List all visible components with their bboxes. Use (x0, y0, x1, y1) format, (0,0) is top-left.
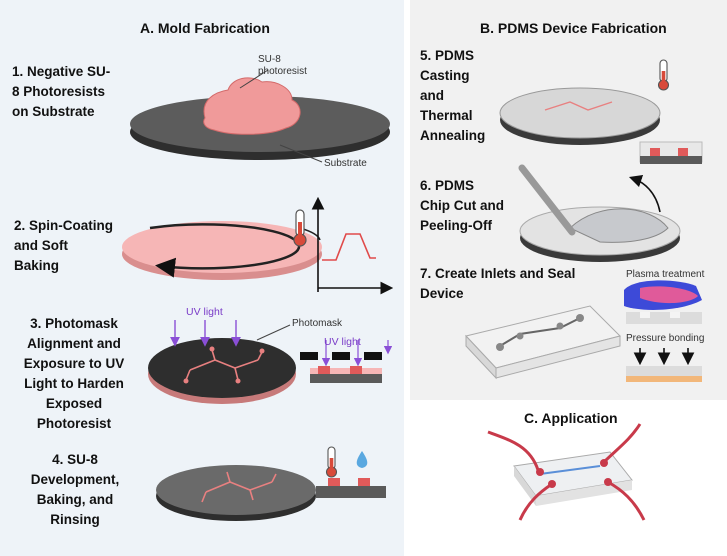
step-5-label: 5. PDMS Casting and Thermal Annealing (420, 48, 486, 143)
application-chip (487, 423, 646, 521)
uv-arrows-left (170, 320, 241, 347)
step1-substrate-disc (130, 69, 390, 163)
water-drop-icon (356, 451, 368, 468)
photomask-pointer (256, 324, 291, 341)
uv-light-label: UV light (186, 306, 223, 318)
pressure-bonding-illustration (626, 348, 702, 382)
temperature-profile-graph (311, 196, 394, 295)
substrate-label: Substrate (324, 158, 367, 169)
step-2-label: 2. Spin-Coating and Soft Baking (14, 218, 113, 273)
plasma-treatment-label: Plasma treatment (626, 269, 705, 280)
step-1-label: 1. Negative SU- 8 Photoresists on Substr… (12, 64, 111, 119)
scalpel-icon (518, 164, 576, 236)
su8-photoresist-label: SU-8 photoresist (258, 54, 307, 77)
thermometer-icon (325, 446, 338, 478)
photomask-label: Photomask (292, 318, 343, 329)
plasma-treatment-illustration (624, 280, 702, 324)
uv-light-label-small: UV light (324, 336, 361, 348)
step4-developed-disc (156, 465, 316, 521)
photomask-cross-section (300, 340, 393, 383)
step7-sealed-chip (465, 305, 621, 380)
panel-c-title: C. Application (524, 410, 618, 426)
step6-peel-dish (519, 206, 681, 262)
step-7-label: 7. Create Inlets and Seal Device (420, 266, 576, 301)
step3-exposure-disc (148, 338, 296, 404)
step-3-label: 3. Photomask Alignment and Exposure to U… (23, 316, 125, 431)
pressure-bonding-label: Pressure bonding (626, 333, 705, 344)
step5-pdms-dish (499, 87, 661, 145)
step-4-label: 4. SU-8 Development, Baking, and Rinsing (30, 452, 120, 527)
step2-spin-disc (122, 221, 322, 280)
peel-arrow (628, 174, 661, 213)
thermometer-icon (293, 209, 307, 247)
panel-a-title: A. Mold Fabrication (140, 20, 270, 36)
panel-b-title: B. PDMS Device Fabrication (480, 20, 667, 36)
step5-cross-section (639, 141, 703, 164)
thermometer-icon (657, 59, 670, 91)
step4-cross-section (316, 478, 386, 498)
step-6-label: 6. PDMS Chip Cut and Peeling-Off (420, 178, 504, 233)
